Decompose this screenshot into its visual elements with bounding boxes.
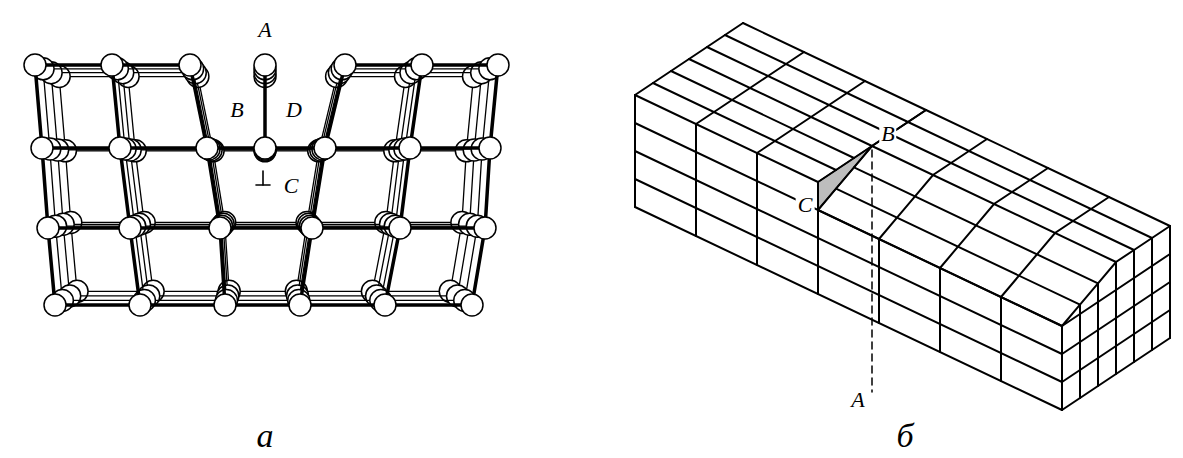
crystal-grid-line bbox=[1097, 283, 1099, 386]
atom bbox=[479, 137, 501, 159]
atom bbox=[254, 137, 276, 159]
crystal-grid-line bbox=[1062, 282, 1170, 354]
atomic-bond bbox=[490, 65, 498, 148]
crystal-grid-line bbox=[854, 167, 1098, 283]
atomic-bond bbox=[55, 303, 140, 307]
atomic-bond bbox=[485, 148, 490, 228]
atomic-bond bbox=[312, 226, 400, 230]
atomic-bond bbox=[48, 226, 130, 230]
atomic-bond bbox=[325, 65, 345, 148]
point-label: D bbox=[284, 98, 304, 122]
crystal-grid-line bbox=[635, 207, 1062, 410]
atom bbox=[399, 137, 421, 159]
atomic-bond bbox=[35, 65, 42, 148]
crystal-grid-line bbox=[1062, 338, 1170, 410]
atom bbox=[37, 217, 59, 239]
atomic-bond bbox=[223, 224, 309, 225]
atom bbox=[31, 137, 53, 159]
atom bbox=[119, 217, 141, 239]
atomic-bond bbox=[385, 228, 400, 305]
atom bbox=[129, 294, 151, 316]
atomic-bond bbox=[410, 146, 490, 150]
atomic-bond bbox=[190, 65, 207, 148]
atomic-bond bbox=[42, 148, 48, 228]
edge-dislocation-lattice bbox=[24, 54, 509, 316]
dislocation-symbol-base bbox=[256, 184, 270, 186]
atom bbox=[101, 54, 123, 76]
crystal-grid-line bbox=[743, 23, 926, 110]
crystal-grid-line bbox=[1061, 326, 1063, 410]
atomic-bond bbox=[325, 146, 410, 150]
atom bbox=[254, 54, 276, 76]
atomic-bond bbox=[220, 226, 312, 230]
crystal-grid-line bbox=[635, 123, 1062, 326]
atomic-bond bbox=[410, 65, 422, 148]
atomic-bond bbox=[400, 148, 410, 228]
atom bbox=[289, 294, 311, 316]
dislocation-symbol bbox=[256, 171, 270, 185]
atomic-bond bbox=[385, 303, 472, 307]
atom bbox=[314, 137, 336, 159]
atomic-bond bbox=[130, 226, 220, 230]
atomic-bond bbox=[140, 303, 225, 307]
atom bbox=[474, 217, 496, 239]
atom bbox=[461, 294, 483, 316]
atomic-bond bbox=[263, 65, 267, 148]
crystal-grid-line bbox=[939, 268, 941, 352]
atomic-bond bbox=[400, 226, 485, 230]
atom bbox=[389, 217, 411, 239]
figure-caption: б bbox=[894, 418, 915, 454]
crystal-grid-line bbox=[1062, 254, 1170, 326]
figure-caption: а bbox=[255, 418, 276, 454]
crystal-grid-line bbox=[878, 239, 880, 323]
dislocation-line bbox=[871, 150, 873, 392]
point-label: B bbox=[228, 98, 245, 122]
crystal-grid-line bbox=[1000, 297, 1002, 381]
atom bbox=[24, 54, 46, 76]
atomic-bond bbox=[207, 148, 220, 228]
crystal-grid-line bbox=[635, 179, 1062, 382]
atomic-bond bbox=[225, 222, 307, 223]
crystal-grid-line bbox=[707, 47, 890, 134]
crystal-grid-line bbox=[1079, 305, 1081, 398]
lattice-layer bbox=[40, 62, 493, 307]
crystal-grid-line bbox=[926, 110, 1170, 226]
atomic-bond bbox=[312, 148, 325, 228]
atomic-bond bbox=[120, 146, 207, 150]
atomic-bond bbox=[112, 65, 120, 148]
crystal-grid-line bbox=[1061, 326, 1063, 410]
point-label: A bbox=[256, 18, 273, 42]
screw-dislocation-block bbox=[635, 23, 1170, 410]
atom bbox=[301, 217, 323, 239]
atom bbox=[254, 138, 276, 160]
lattice-layer bbox=[48, 66, 484, 303]
point-label: A bbox=[849, 388, 866, 412]
crystal-grid-line bbox=[908, 122, 1152, 238]
atom bbox=[196, 137, 218, 159]
crystal-grid-line bbox=[725, 35, 908, 122]
crystal-grid-line bbox=[1062, 310, 1170, 382]
point-label: C bbox=[796, 193, 815, 217]
atom bbox=[214, 294, 236, 316]
atomic-bond bbox=[300, 303, 385, 307]
atom bbox=[109, 137, 131, 159]
point-label: B bbox=[879, 122, 896, 146]
atom bbox=[334, 54, 356, 76]
atom bbox=[374, 294, 396, 316]
atom bbox=[487, 54, 509, 76]
atomic-bond bbox=[120, 148, 130, 228]
atomic-bond bbox=[299, 300, 381, 301]
lattice-layer bbox=[32, 58, 501, 312]
atom bbox=[44, 294, 66, 316]
dislocation-symbol-stem bbox=[262, 171, 264, 185]
lattice-layer bbox=[24, 54, 509, 316]
atom bbox=[179, 54, 201, 76]
atom bbox=[209, 217, 231, 239]
atom bbox=[411, 54, 433, 76]
crystal-grid-line bbox=[635, 151, 1062, 354]
point-label: C bbox=[282, 174, 301, 198]
